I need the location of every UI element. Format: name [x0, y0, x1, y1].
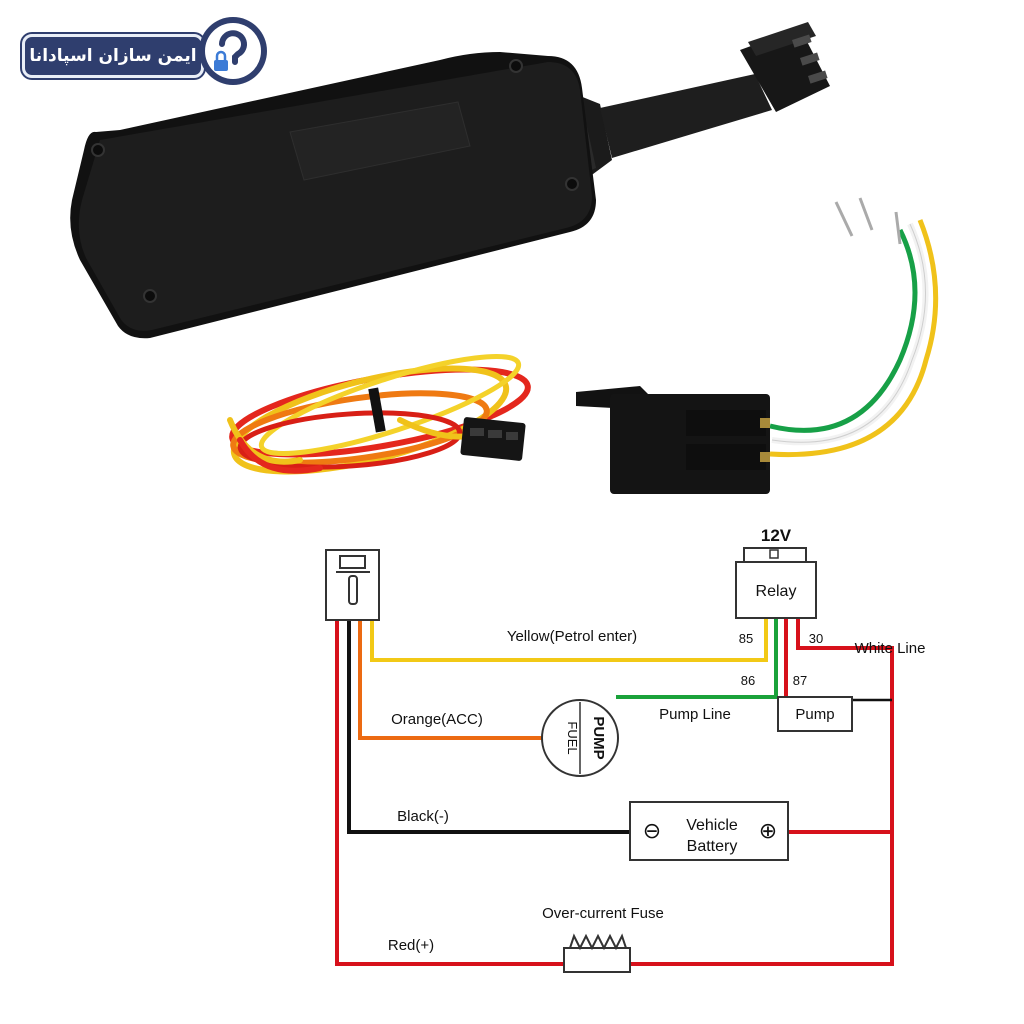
- white-line-label: White Line: [855, 640, 926, 657]
- relay-symbol: Relay 12V: [735, 526, 817, 619]
- orange-wire-label: Orange(ACC): [391, 711, 483, 728]
- green-wire: [616, 618, 778, 699]
- fuse-symbol: Over-current Fuse: [542, 905, 664, 973]
- relay-voltage-label: 12V: [761, 526, 792, 545]
- battery-label-line-1: Vehicle: [686, 817, 738, 834]
- relay-socket-image: [576, 197, 939, 494]
- vehicle-battery-symbol: ⊖ ⊕ Vehicle Battery: [629, 801, 789, 861]
- orange-wire: [358, 620, 544, 740]
- relay-pin-87: 87: [793, 673, 807, 688]
- relay-pin-30: 30: [809, 631, 823, 646]
- yellow-wire-label: Yellow(Petrol enter): [507, 628, 637, 645]
- wire-harness-image: [227, 354, 531, 475]
- gps-tracker-device-image: [70, 22, 830, 339]
- tracker-connector-symbol: [325, 549, 380, 621]
- battery-label-line-2: Battery: [687, 838, 738, 855]
- fuel-pump-symbol: FUEL PUMP: [541, 699, 619, 777]
- black-wire-label: Black(-): [397, 808, 449, 825]
- pump-box: Pump: [777, 696, 853, 732]
- brand-logo-emblem-icon: [199, 17, 267, 85]
- red-wire-label: Red(+): [388, 937, 434, 954]
- relay-pin-85: 85: [739, 631, 753, 646]
- fuse-label: Over-current Fuse: [542, 905, 664, 922]
- battery-plus-icon: ⊕: [759, 818, 777, 843]
- wiring-schematic: Relay 12V Pump FUEL PUMP ⊖ ⊕ Vehicle Bat…: [325, 526, 926, 973]
- red-wire-relay-87: [784, 618, 792, 702]
- relay-label: Relay: [756, 583, 797, 600]
- black-wire: [347, 620, 630, 834]
- red-wire: [335, 618, 894, 966]
- relay-pin-86: 86: [741, 673, 755, 688]
- brand-logo-text: ایمن سازان اسپادانا: [29, 46, 197, 66]
- yellow-wire: [370, 618, 768, 662]
- brand-logo-banner: ایمن سازان اسپادانا: [22, 34, 204, 78]
- pump-box-label: Pump: [795, 706, 834, 723]
- fuel-pump-word-2: PUMP: [590, 716, 607, 759]
- pump-line-label: Pump Line: [659, 706, 731, 723]
- battery-minus-icon: ⊖: [643, 818, 661, 843]
- fuel-pump-word-1: FUEL: [565, 721, 580, 754]
